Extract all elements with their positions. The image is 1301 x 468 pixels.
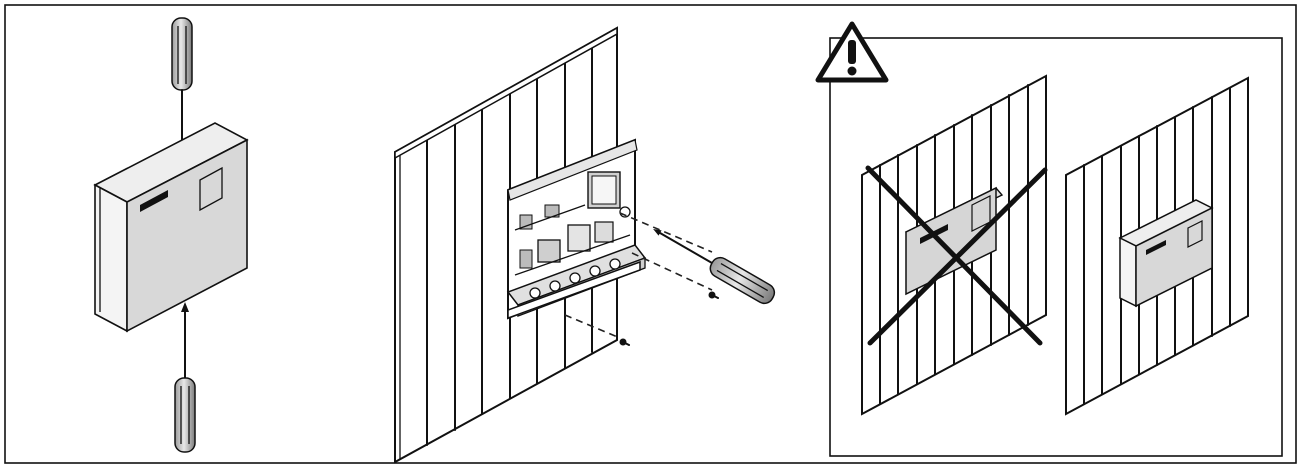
cross-mark bbox=[865, 165, 1043, 346]
wooden-wall bbox=[394, 26, 618, 464]
screw-icon bbox=[708, 291, 719, 299]
screwdriver-icon bbox=[171, 17, 193, 160]
screwdriver-icon bbox=[174, 302, 196, 453]
wrong-mounting bbox=[861, 74, 1048, 416]
alignment-line bbox=[619, 212, 713, 253]
alignment-line bbox=[631, 252, 713, 291]
cross-mark bbox=[867, 167, 1048, 346]
warning-frame bbox=[829, 37, 1283, 457]
panel-mounting-warning bbox=[815, 21, 1283, 457]
correct-mounting bbox=[1065, 76, 1249, 416]
control-box bbox=[93, 122, 249, 333]
panel-wall-mounting bbox=[394, 26, 776, 464]
open-control-box bbox=[506, 138, 647, 320]
screwdriver-icon bbox=[653, 229, 776, 305]
warning-triangle-icon bbox=[815, 21, 889, 83]
panel-box-screwing bbox=[93, 17, 249, 453]
screw-icon bbox=[619, 338, 630, 346]
alignment-line bbox=[564, 314, 621, 339]
figure-border bbox=[4, 4, 1297, 464]
